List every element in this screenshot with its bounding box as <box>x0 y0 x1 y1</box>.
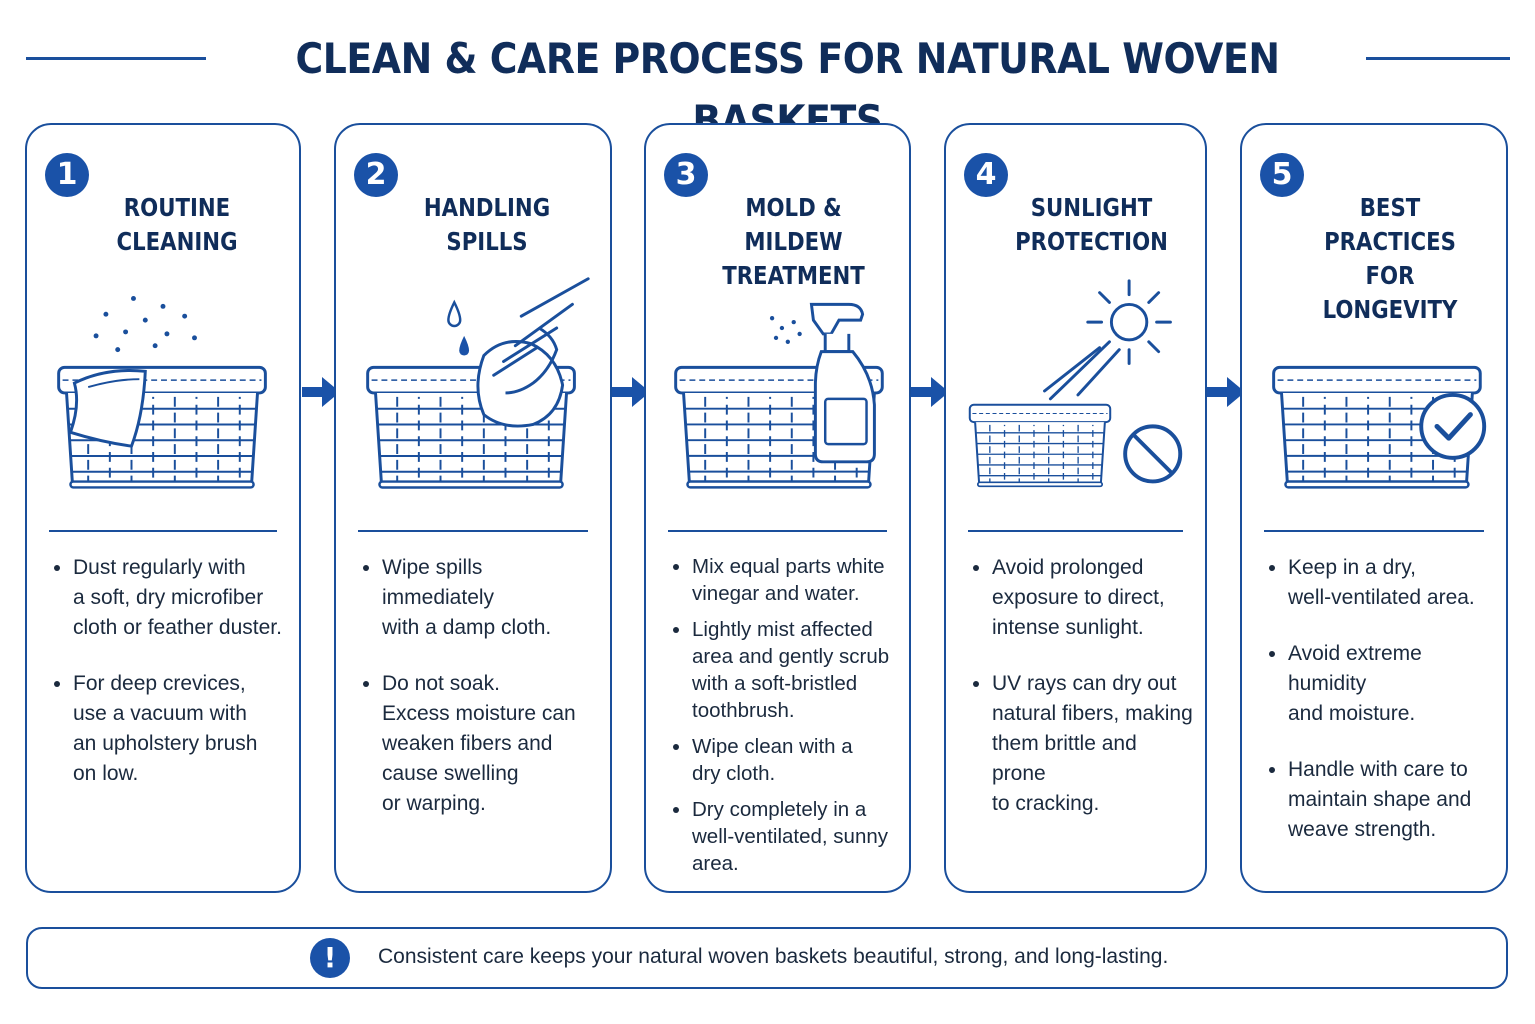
basket-spill-icon <box>346 275 600 505</box>
step-card-5: 5 BEST PRACTICES FOR LONGEVITY Keep in a… <box>1240 123 1508 893</box>
bullet-item: For deep crevices, use a vacuum with an … <box>73 669 289 789</box>
step-card-1: 1 ROUTINE CLEANING Dust regularly with a… <box>25 123 301 893</box>
step-title: BEST PRACTICES FOR LONGEVITY <box>1322 193 1458 324</box>
arrow-right-icon <box>612 377 650 407</box>
step-number-badge: 1 <box>45 153 89 197</box>
step-title: ROUTINE CLEANING <box>116 193 238 256</box>
step-number-badge: 3 <box>664 153 708 197</box>
card-divider <box>1264 530 1484 532</box>
bullet-item: Wipe clean with a dry cloth. <box>692 733 899 787</box>
bullet-item: Dry completely in a well-ventilated, sun… <box>692 796 899 877</box>
basket-spray-bottle-icon <box>656 275 899 505</box>
bullet-list: Keep in a dry, well-ventilated area. Avo… <box>1264 553 1496 871</box>
basket-cloth-icon <box>37 275 289 505</box>
step-card-3: 3 MOLD & MILDEW TREATMENT Mix equal part… <box>644 123 911 893</box>
step-card-2: 2 HANDLING SPILLS Wipe spills immediatel… <box>334 123 612 893</box>
bullet-item: Do not soak. Excess moisture can weaken … <box>382 669 600 819</box>
card-divider <box>49 530 277 532</box>
title-rule-left <box>26 57 206 60</box>
bullet-list: Mix equal parts white vinegar and water.… <box>668 553 899 886</box>
card-divider <box>358 530 588 532</box>
bullet-item: Dust regularly with a soft, dry microfib… <box>73 553 289 643</box>
bullet-item: Wipe spills immediately with a damp clot… <box>382 553 600 643</box>
step-title: HANDLING SPILLS <box>423 193 551 256</box>
title-rule-right <box>1366 57 1510 60</box>
basket-checkmark-icon <box>1252 275 1496 505</box>
step-number-badge: 4 <box>964 153 1008 197</box>
title-row: CLEAN & CARE PROCESS FOR NATURAL WOVEN B… <box>0 28 1535 145</box>
bullet-item: Lightly mist affected area and gently sc… <box>692 616 899 724</box>
arrow-right-icon <box>1207 377 1245 407</box>
step-title: MOLD & MILDEW TREATMENT <box>722 193 865 290</box>
card-divider <box>968 530 1183 532</box>
page-title: CLEAN & CARE PROCESS FOR NATURAL WOVEN B… <box>295 34 1280 145</box>
arrow-right-icon <box>302 377 340 407</box>
bullet-list: Wipe spills immediately with a damp clot… <box>358 553 600 845</box>
bullet-item: Avoid prolonged exposure to direct, inte… <box>992 553 1195 643</box>
bullet-list: Dust regularly with a soft, dry microfib… <box>49 553 289 815</box>
footer-text: Consistent care keeps your natural woven… <box>378 945 1169 968</box>
step-number-badge: 2 <box>354 153 398 197</box>
basket-sun-protection-icon <box>956 275 1195 505</box>
bullet-item: Keep in a dry, well-ventilated area. <box>1288 553 1496 613</box>
bullet-item: Handle with care to maintain shape and w… <box>1288 755 1496 845</box>
bullet-list: Avoid prolonged exposure to direct, inte… <box>968 553 1195 845</box>
bullet-item: Avoid extreme humidity and moisture. <box>1288 639 1496 729</box>
footer-note: ! Consistent care keeps your natural wov… <box>26 927 1508 989</box>
bullet-item: Mix equal parts white vinegar and water. <box>692 553 899 607</box>
step-number-badge: 5 <box>1260 153 1304 197</box>
card-divider <box>668 530 887 532</box>
step-title: SUNLIGHT PROTECTION <box>1015 193 1168 256</box>
arrow-right-icon <box>911 377 949 407</box>
bullet-item: UV rays can dry out natural fibers, maki… <box>992 669 1195 819</box>
step-card-4: 4 SUNLIGHT PROTECTION Avoid prolonged ex… <box>944 123 1207 893</box>
exclamation-icon: ! <box>310 938 350 978</box>
